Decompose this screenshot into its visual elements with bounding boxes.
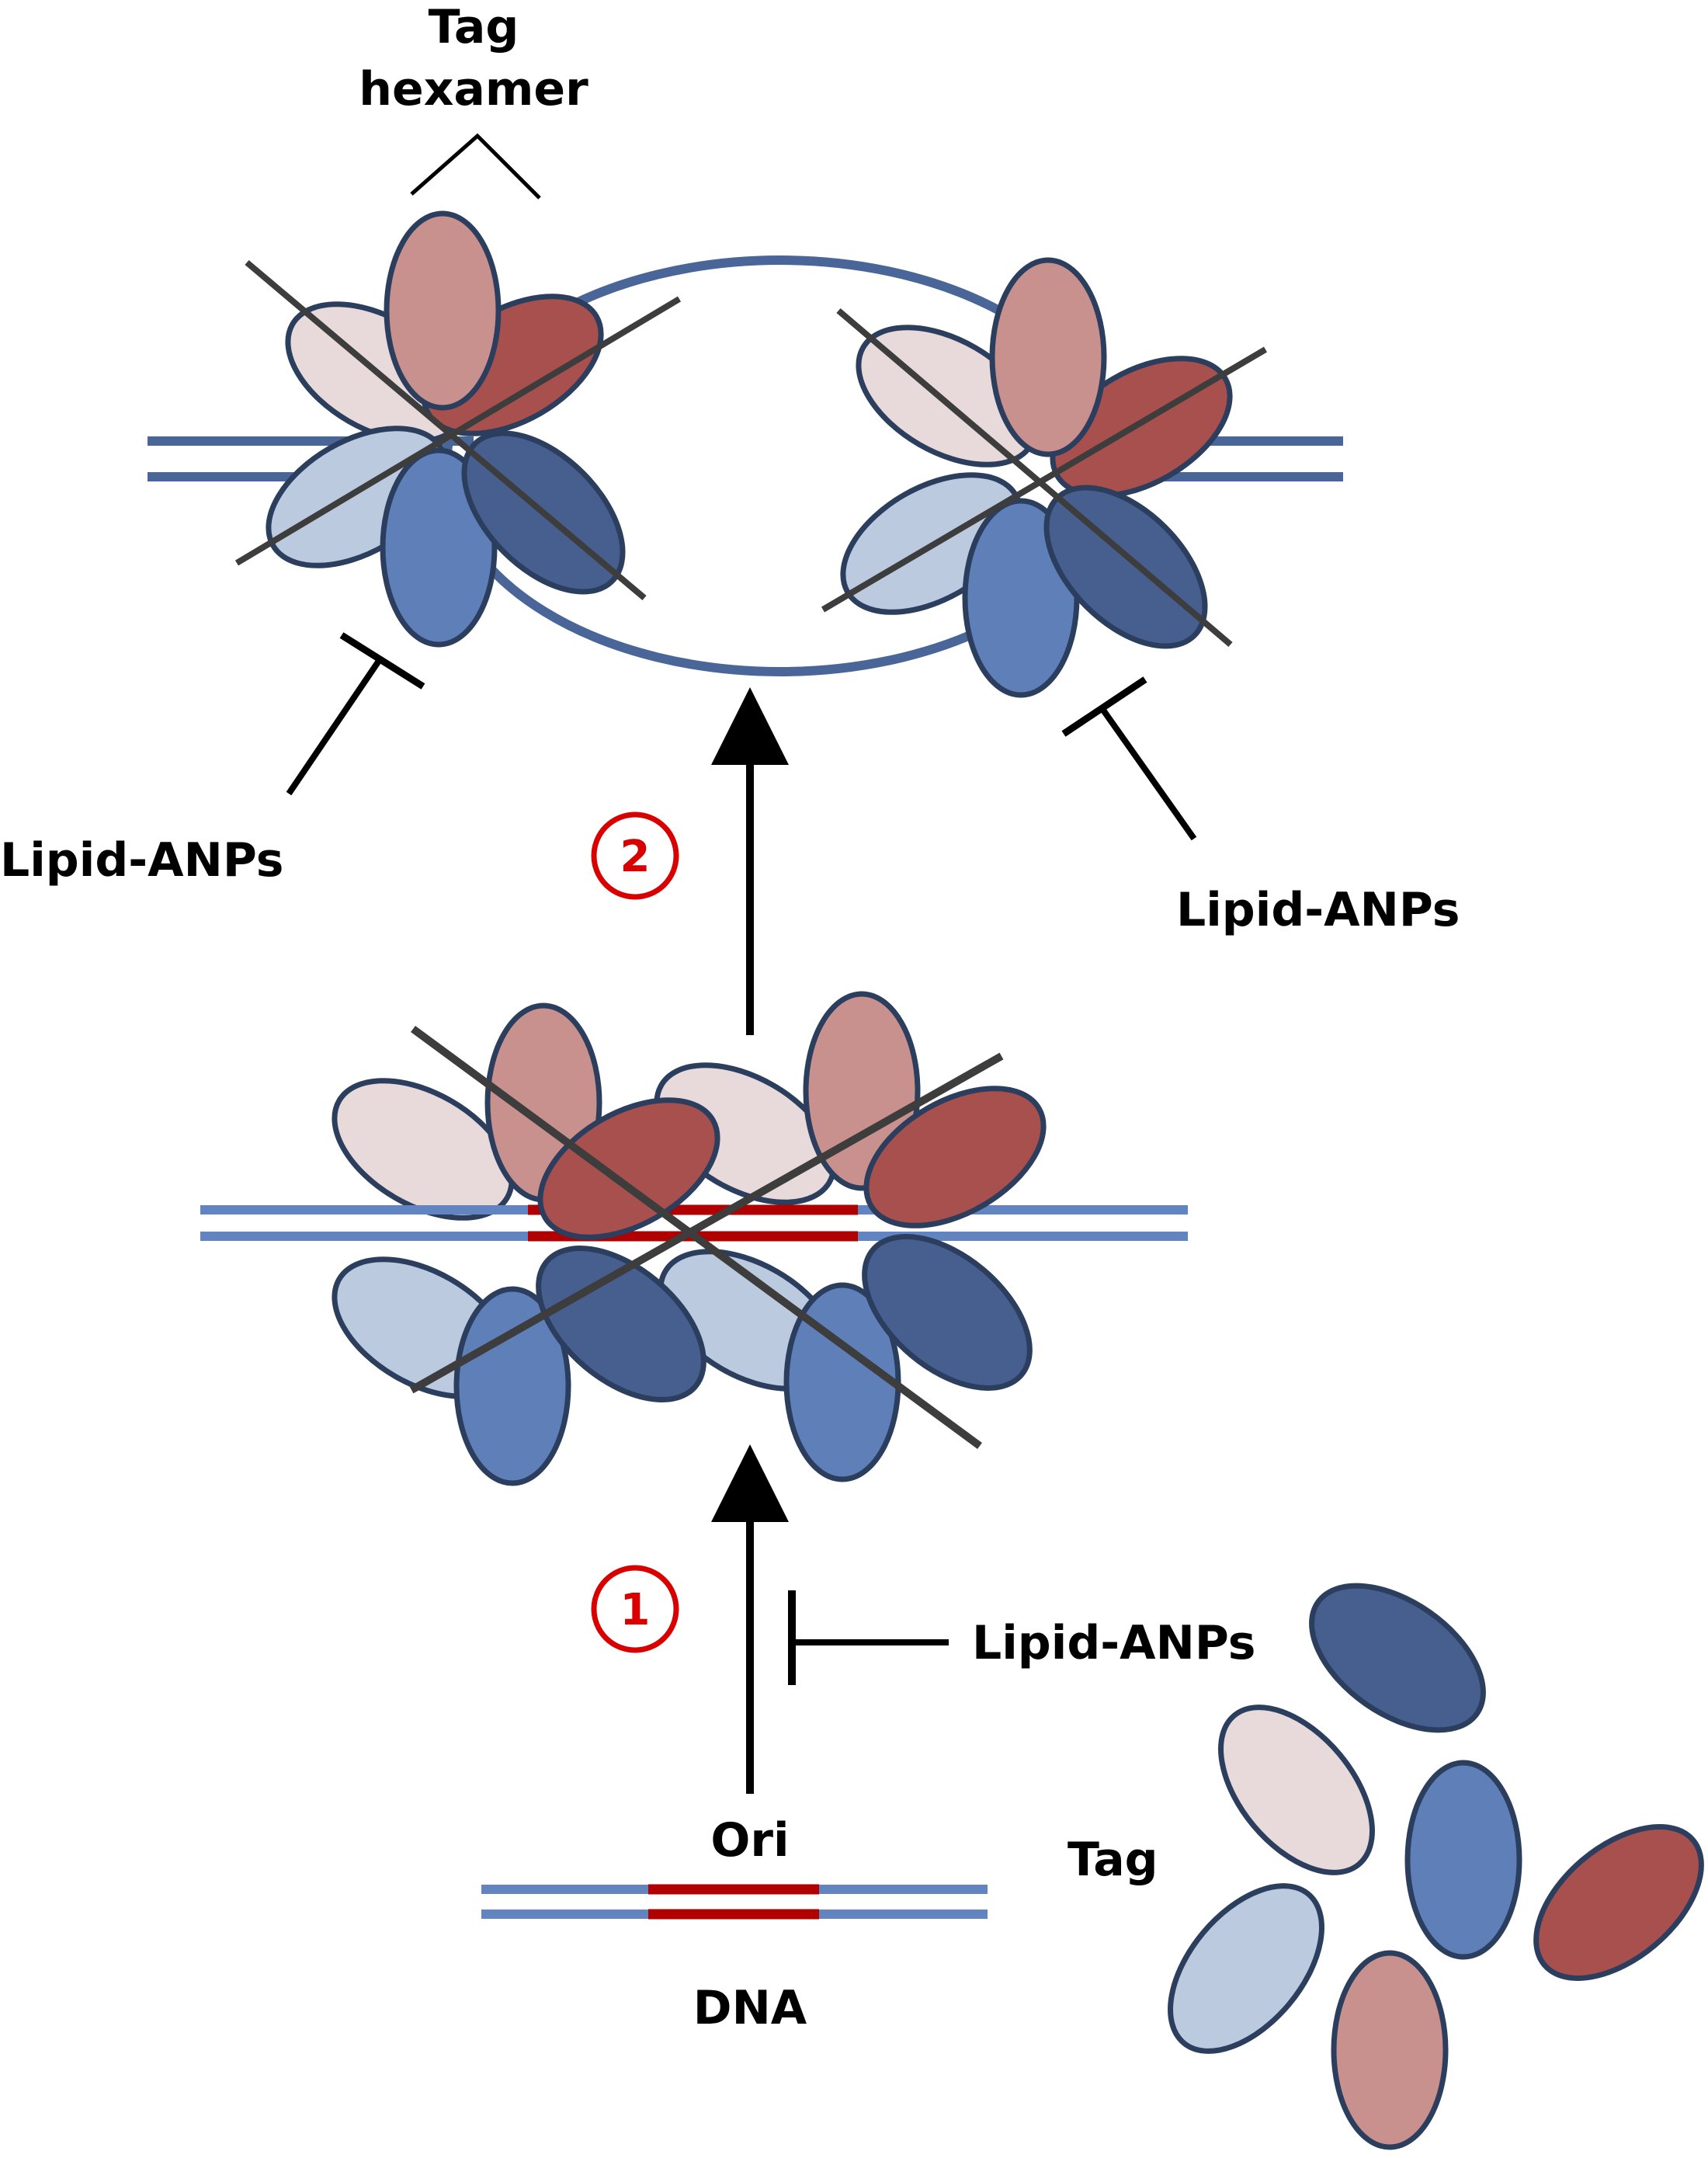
step-2-number: 2	[620, 832, 651, 882]
ori-label: Ori	[710, 1813, 789, 1868]
double-hexamer-on-ori	[200, 991, 1188, 1486]
double-hexamer-front-subunits	[453, 991, 1047, 1486]
cross-line-2	[234, 296, 682, 566]
tag-hexamer-bracket	[410, 133, 541, 200]
free-subunit-rose	[1331, 1950, 1449, 2150]
cross-line-1	[836, 308, 1233, 648]
inhibition-stem	[286, 656, 384, 796]
free-subunit-red	[1533, 1824, 1704, 1981]
free-subunit-light-pink	[1218, 1705, 1375, 1875]
lipid-anps-label-left: Lipid-ANPs	[0, 833, 283, 888]
inhibition-bar	[1061, 676, 1147, 737]
tag-label: Tag	[1068, 1833, 1158, 1887]
subunit-red-left	[537, 1097, 720, 1240]
step-1-number: 1	[620, 1585, 651, 1635]
replication-bubble-group	[148, 210, 1343, 698]
step-2-badge: 2	[591, 811, 679, 900]
subunit-red-right	[863, 1086, 1047, 1228]
inhibition-marker-top-right	[1061, 676, 1197, 841]
hexamer-top-right	[821, 257, 1268, 698]
subunit-rose	[384, 210, 502, 411]
subunit-dark-blue-left	[536, 1246, 706, 1402]
cross-line-1	[245, 259, 647, 601]
step-1-badge: 1	[591, 1565, 679, 1653]
tag-hexamer-label-line1: Tag	[429, 0, 519, 54]
inhibition-stem	[1099, 707, 1197, 841]
lipid-anps-label-step-1: Lipid-ANPs	[972, 1616, 1255, 1670]
tag-hexamer-label-line2: hexamer	[359, 62, 588, 116]
inhibition-marker-top-left	[286, 632, 425, 796]
hexamer-top-left	[234, 210, 682, 648]
subunit-rose	[989, 257, 1107, 457]
dna-label: DNA	[693, 1981, 807, 2035]
middle-cross-line-1	[411, 1025, 982, 1450]
subunit-dark-blue-right	[862, 1234, 1033, 1391]
subunit-mid-blue-left	[453, 1286, 571, 1486]
step-1-circle	[591, 1565, 679, 1653]
free-subunit-dark-blue	[1309, 1583, 1486, 1733]
step-2-circle	[591, 811, 679, 900]
free-tag-subunits	[1168, 1583, 1704, 2150]
lipid-anps-label-right: Lipid-ANPs	[1176, 883, 1460, 937]
middle-cross-line-2	[409, 1052, 1004, 1394]
bottom-dna-duplex	[481, 1884, 988, 1920]
cross-line-2	[821, 346, 1268, 613]
subunit-light-pink-left	[332, 1078, 515, 1221]
inhibition-bar	[339, 632, 425, 690]
free-subunit-light-blue	[1168, 1883, 1324, 2054]
inhibition-marker-step-1	[788, 1590, 949, 1685]
free-subunit-mid-blue	[1404, 1760, 1522, 1960]
